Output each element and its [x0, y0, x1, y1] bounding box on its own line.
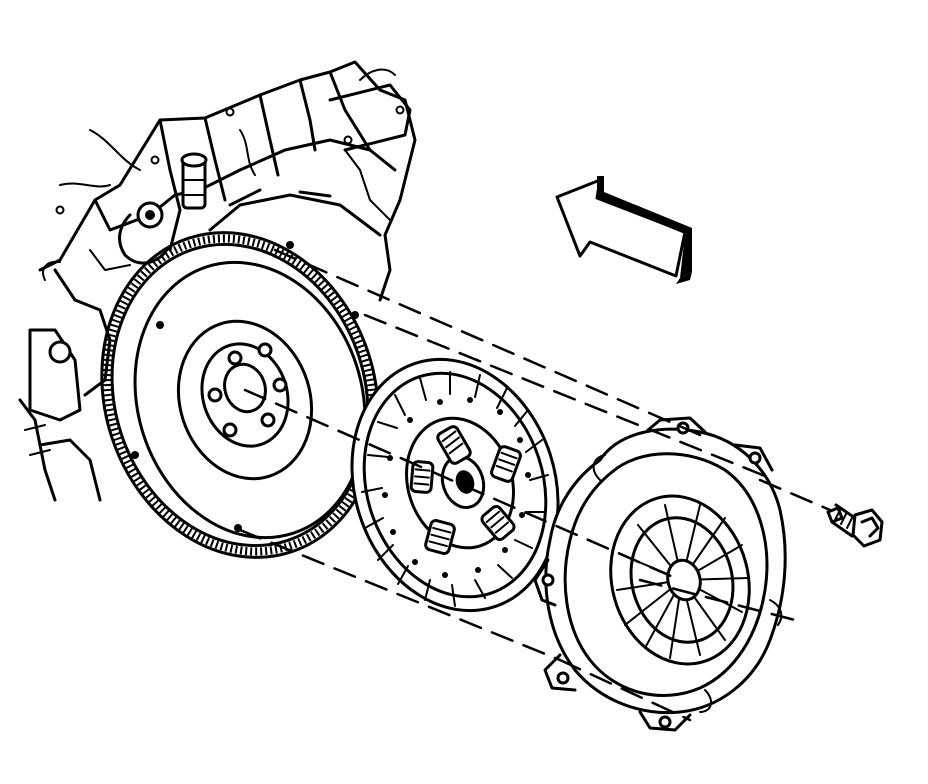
direction-arrow-icon [555, 176, 692, 284]
alignment-lines [238, 248, 832, 722]
clutch-disc [350, 357, 560, 613]
bolt [826, 503, 884, 548]
pressure-plate [533, 416, 787, 732]
